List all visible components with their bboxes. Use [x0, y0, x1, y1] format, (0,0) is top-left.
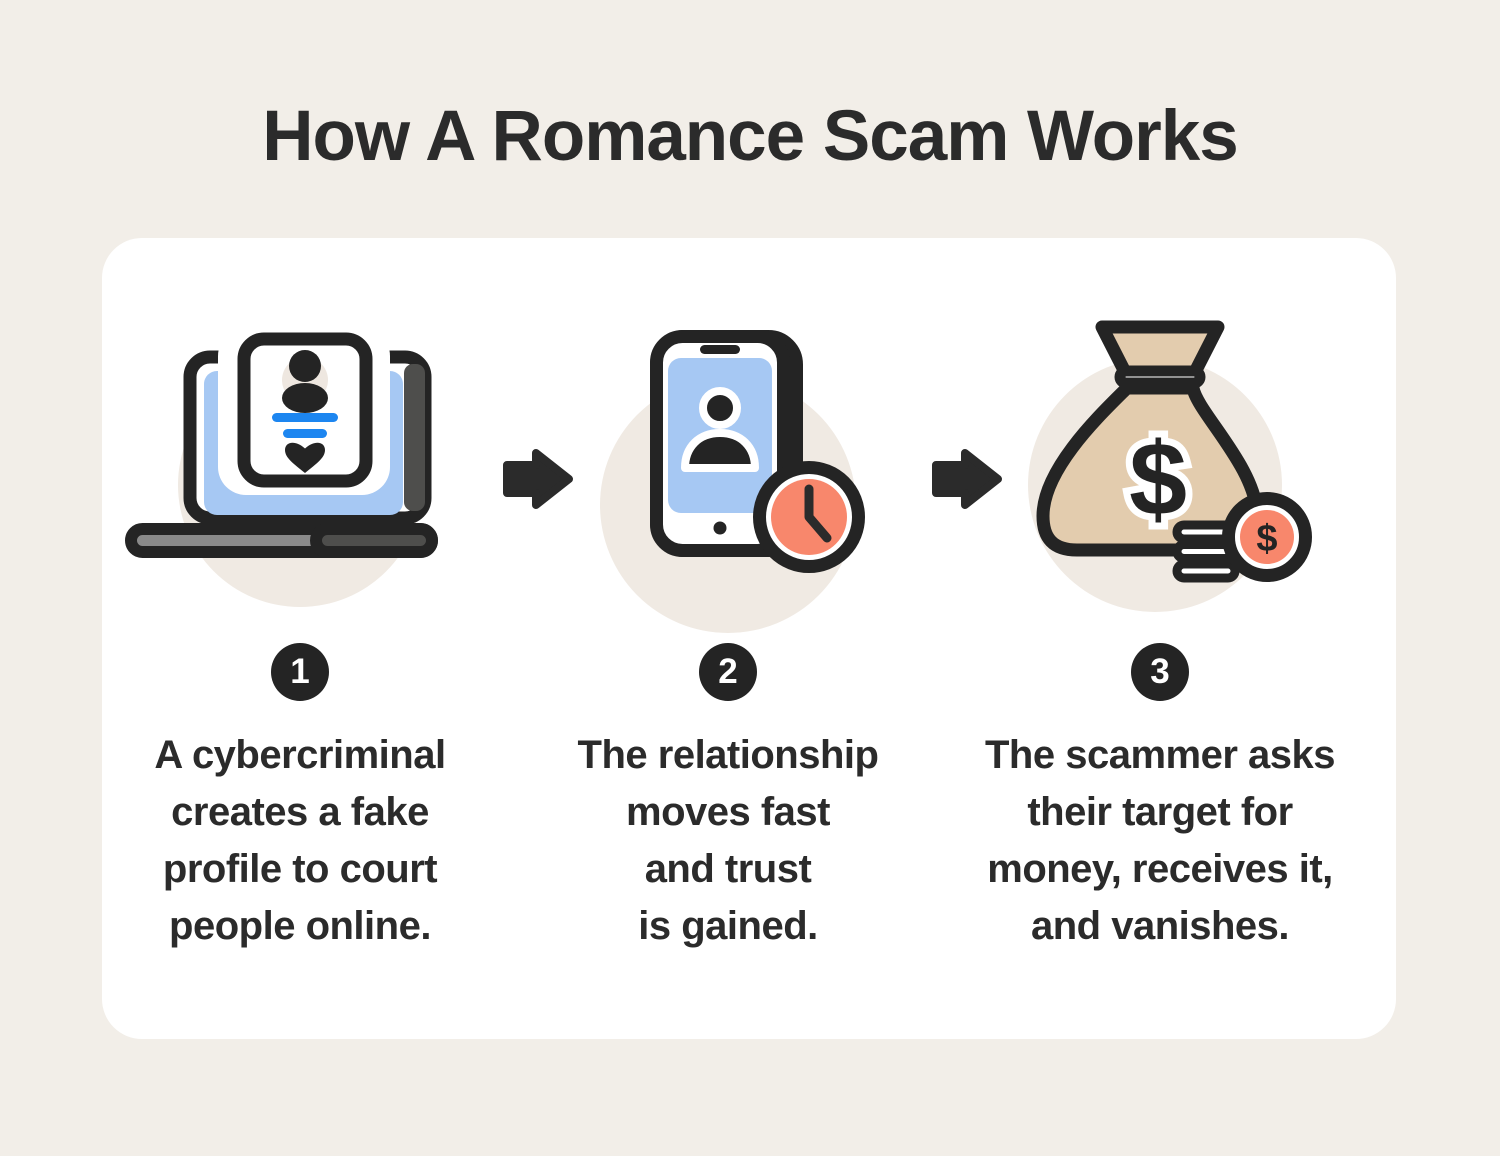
text-line: is gained. [638, 904, 818, 948]
step-number-badge: 2 [699, 643, 757, 701]
phone-home-button [713, 521, 727, 535]
text-line: their target for [1027, 790, 1293, 834]
person-shoulders-icon [282, 383, 328, 413]
text-line: and trust [644, 847, 812, 891]
text-line: profile to court [162, 847, 438, 891]
text-line: creates a fake [171, 790, 429, 834]
heart-icon [285, 442, 325, 473]
clock-hands-icon [804, 484, 832, 543]
profile-text-line [283, 429, 327, 438]
text-line: money, receives it, [987, 847, 1333, 891]
laptop-screen-side [404, 364, 425, 511]
dollar-sign-icon: $ [1129, 422, 1187, 538]
phone-clock-icon [600, 330, 865, 633]
step-number-badge: 3 [1131, 643, 1189, 701]
page-title: How A Romance Scam Works [262, 97, 1239, 176]
text-line: moves fast [626, 790, 830, 834]
person-shoulders-icon [681, 429, 759, 472]
text-line: people online. [169, 904, 431, 948]
step-1-description: A cybercriminal creates a fake profile t… [90, 727, 510, 955]
money-bag-coin-icon: $ $ [1028, 320, 1312, 612]
person-head-icon [289, 350, 321, 382]
step-2-description: The relationship moves fast and trust is… [518, 727, 938, 955]
text-line: The scammer asks [984, 733, 1336, 777]
text-line: The relationship [577, 733, 879, 777]
money-bag-tie [1114, 365, 1206, 389]
profile-text-line [272, 413, 338, 422]
person-head-icon [699, 387, 741, 429]
coin-face [1240, 510, 1294, 564]
coin-dollar-icon: $ [1256, 518, 1277, 560]
step-3-description: The scammer asks their target for money,… [950, 727, 1370, 955]
step-number-badge: 1 [271, 643, 329, 701]
arrow-right-icon [932, 449, 1002, 509]
arrow-right-icon [503, 449, 573, 509]
phone-speaker [700, 345, 740, 354]
coin-stack [1172, 559, 1240, 583]
text-line: A cybercriminal [154, 733, 446, 777]
text-line: and vanishes. [1030, 904, 1290, 948]
content-card: $ $ 1 2 3 A cybercriminal creates a fake… [102, 238, 1396, 1039]
laptop-fake-profile-icon [125, 328, 438, 607]
laptop-base-right [310, 523, 438, 558]
